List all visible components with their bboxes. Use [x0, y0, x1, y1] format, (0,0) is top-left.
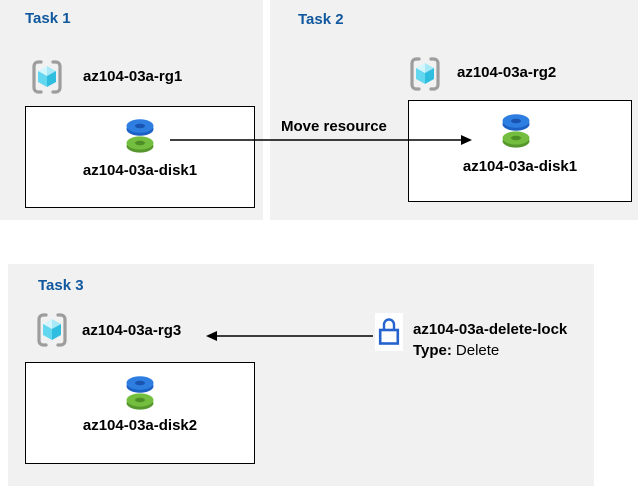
lock-name-label: az104-03a-delete-lock — [413, 321, 568, 338]
task2-disk-label: az104-03a-disk1 — [462, 158, 578, 175]
task1-disk-label: az104-03a-disk1 — [82, 162, 198, 179]
disk-icon — [122, 372, 158, 412]
lock-type-value: Delete — [455, 342, 500, 359]
task1-title: Task 1 — [25, 10, 71, 27]
resource-group-icon — [407, 55, 443, 93]
task2-title: Task 2 — [298, 11, 344, 28]
task2-resource-group-label: az104-03a-rg2 — [457, 64, 557, 81]
resource-group-icon — [34, 311, 70, 349]
task1-resource-group-label: az104-03a-rg1 — [83, 68, 183, 85]
lock-icon — [375, 313, 403, 351]
task3-resource-group-label: az104-03a-rg3 — [82, 322, 182, 339]
move-resource-label: Move resource — [281, 118, 387, 135]
disk-icon — [498, 110, 534, 150]
disk-icon — [122, 115, 158, 155]
resource-group-icon — [29, 58, 65, 96]
task3-title: Task 3 — [38, 277, 84, 294]
lock-type-label: Type:Delete — [413, 342, 499, 360]
lock-type-key: Type: — [413, 342, 452, 359]
task3-disk-label: az104-03a-disk2 — [82, 417, 198, 434]
